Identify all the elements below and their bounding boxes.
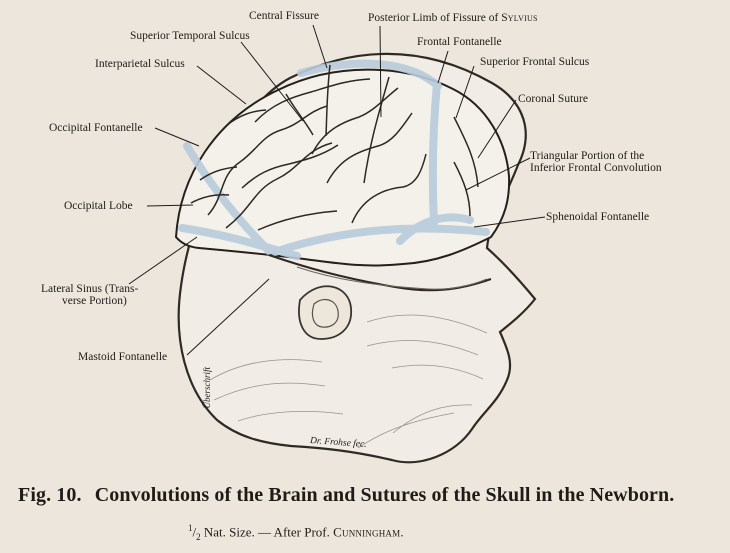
triangular-portion-label: Triangular Portion of the Inferior Front…: [530, 150, 710, 174]
figure-title: Convolutions of the Brain and Sutures of…: [94, 484, 675, 506]
author-name: Cunningham: [333, 524, 401, 540]
ear: [298, 285, 352, 340]
occipital-fontanelle-label: Occipital Fontanelle: [49, 122, 143, 134]
superior-frontal-sulcus-label: Superior Frontal Sulcus: [480, 56, 590, 68]
callout-lines: [128, 24, 546, 356]
central-fissure-label: Central Fissure: [249, 10, 319, 22]
occipital-lobe-label: Occipital Lobe: [64, 200, 133, 212]
triangular-portion-line2: Inferior Frontal Convolution: [530, 162, 662, 175]
fraction-denominator: 2: [196, 531, 201, 542]
figure-subcaption: 1/2 Nat. Size. — After Prof. Cunningham.: [188, 523, 404, 542]
lateral-sinus-label: Lateral Sinus (Trans- verse Portion): [41, 283, 161, 307]
fraction-slash: /: [192, 524, 197, 540]
shading-lines: [209, 314, 488, 449]
sphenoidal-fontanelle-label: Sphenoidal Fontanelle: [546, 211, 650, 223]
frontal-fontanelle-label: Frontal Fontanelle: [417, 36, 502, 48]
sylvius-name: Sylvius: [501, 12, 538, 24]
ear-inner: [311, 298, 339, 328]
mastoid-fontanelle-label: Mastoid Fontanelle: [78, 351, 168, 363]
handwritten-marginalia: Überschrift: [202, 367, 212, 409]
figure-number: Fig. 10.: [18, 484, 82, 506]
lateral-sinus-line1: Lateral Sinus (Trans-: [41, 283, 139, 295]
posterior-limb-prefix: Posterior Limb of Fissure of: [368, 12, 502, 24]
convolutions: [190, 64, 479, 231]
superior-temporal-sulcus-label: Superior Temporal Sulcus: [130, 30, 250, 42]
interparietal-sulcus-label: Interparietal Sulcus: [95, 58, 185, 70]
subcaption-text: Nat. Size. — After Prof.: [203, 524, 334, 540]
skull-floor-inner: [296, 266, 488, 290]
fraction-numerator: 1: [188, 523, 193, 533]
figure-caption: Fig. 10. Convolutions of the Brain and S…: [18, 484, 728, 507]
coronal-suture-label: Coronal Suture: [518, 93, 588, 105]
lateral-sinus-line2: verse Portion): [62, 295, 127, 308]
posterior-limb-label: Posterior Limb of Fissure of Sylvius: [368, 12, 538, 24]
sutures: [178, 59, 490, 260]
triangular-portion-line1: Triangular Portion of the: [530, 150, 645, 162]
subcaption-period: .: [400, 524, 404, 540]
